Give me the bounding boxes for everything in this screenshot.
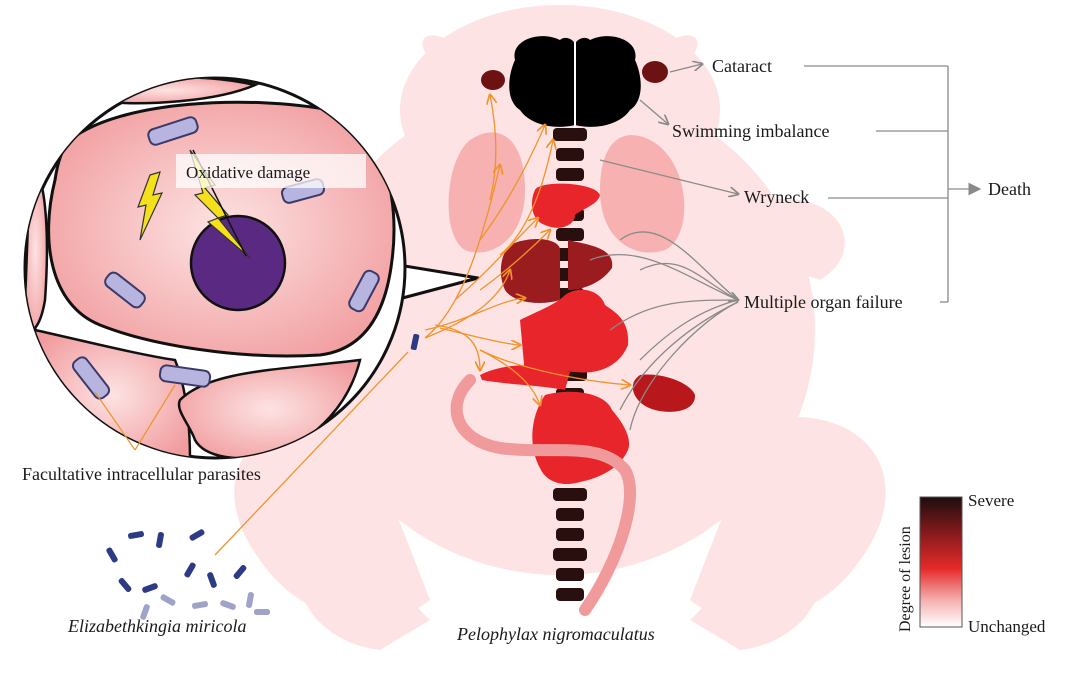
vertebra xyxy=(556,568,584,581)
bacterium-rod xyxy=(105,547,118,564)
bacterium-rod xyxy=(189,528,206,541)
bacterium-rod xyxy=(206,571,217,588)
oxidative-damage-label: Oxidative damage xyxy=(186,163,310,182)
lesion-legend: Degree of lesion Severe Unchanged xyxy=(897,491,1046,636)
vertebra xyxy=(556,228,584,241)
legend-unchanged: Unchanged xyxy=(968,617,1046,636)
vertebra xyxy=(553,128,587,141)
vertebra xyxy=(556,528,584,541)
swimming-imbalance-label: Swimming imbalance xyxy=(672,121,829,141)
nucleus xyxy=(191,216,285,310)
bacterium-rod xyxy=(246,592,255,609)
right-eye xyxy=(642,61,668,83)
cataract-label: Cataract xyxy=(712,56,772,76)
lesion-colorbar xyxy=(920,497,962,627)
bacterium-name: Elizabethkingia miricola xyxy=(67,616,246,636)
vertebra xyxy=(556,168,584,181)
brain xyxy=(509,36,641,128)
vertebra xyxy=(553,488,587,501)
bacterium-rod xyxy=(128,531,145,540)
bacterium-rod xyxy=(219,599,236,610)
bacterium-rod xyxy=(141,582,158,593)
vertebra xyxy=(556,508,584,521)
bacterium-rod xyxy=(160,593,177,606)
organ-failure-label: Multiple organ failure xyxy=(744,292,903,312)
cell-left-sliver xyxy=(24,170,47,332)
bacterium-rod xyxy=(254,609,270,615)
left-eye xyxy=(481,70,505,90)
wryneck-label: Wryneck xyxy=(744,187,809,207)
legend-severe: Severe xyxy=(968,491,1014,510)
vertebra xyxy=(553,548,587,561)
bacterium-rod xyxy=(118,577,133,593)
vertebra xyxy=(556,588,584,601)
bacteria-cluster xyxy=(105,528,270,620)
bacterium-rod xyxy=(192,601,209,610)
facultative-label: Facultative intracellular parasites xyxy=(22,464,261,484)
bacterium-rod xyxy=(183,562,196,579)
vertebra xyxy=(556,148,584,161)
death-label: Death xyxy=(988,179,1031,199)
bacterium-rod xyxy=(233,564,248,580)
frog-species-label: Pelophylax nigromaculatus xyxy=(456,624,655,644)
bacterium-rod xyxy=(156,532,165,549)
legend-title: Degree of lesion xyxy=(897,526,914,632)
